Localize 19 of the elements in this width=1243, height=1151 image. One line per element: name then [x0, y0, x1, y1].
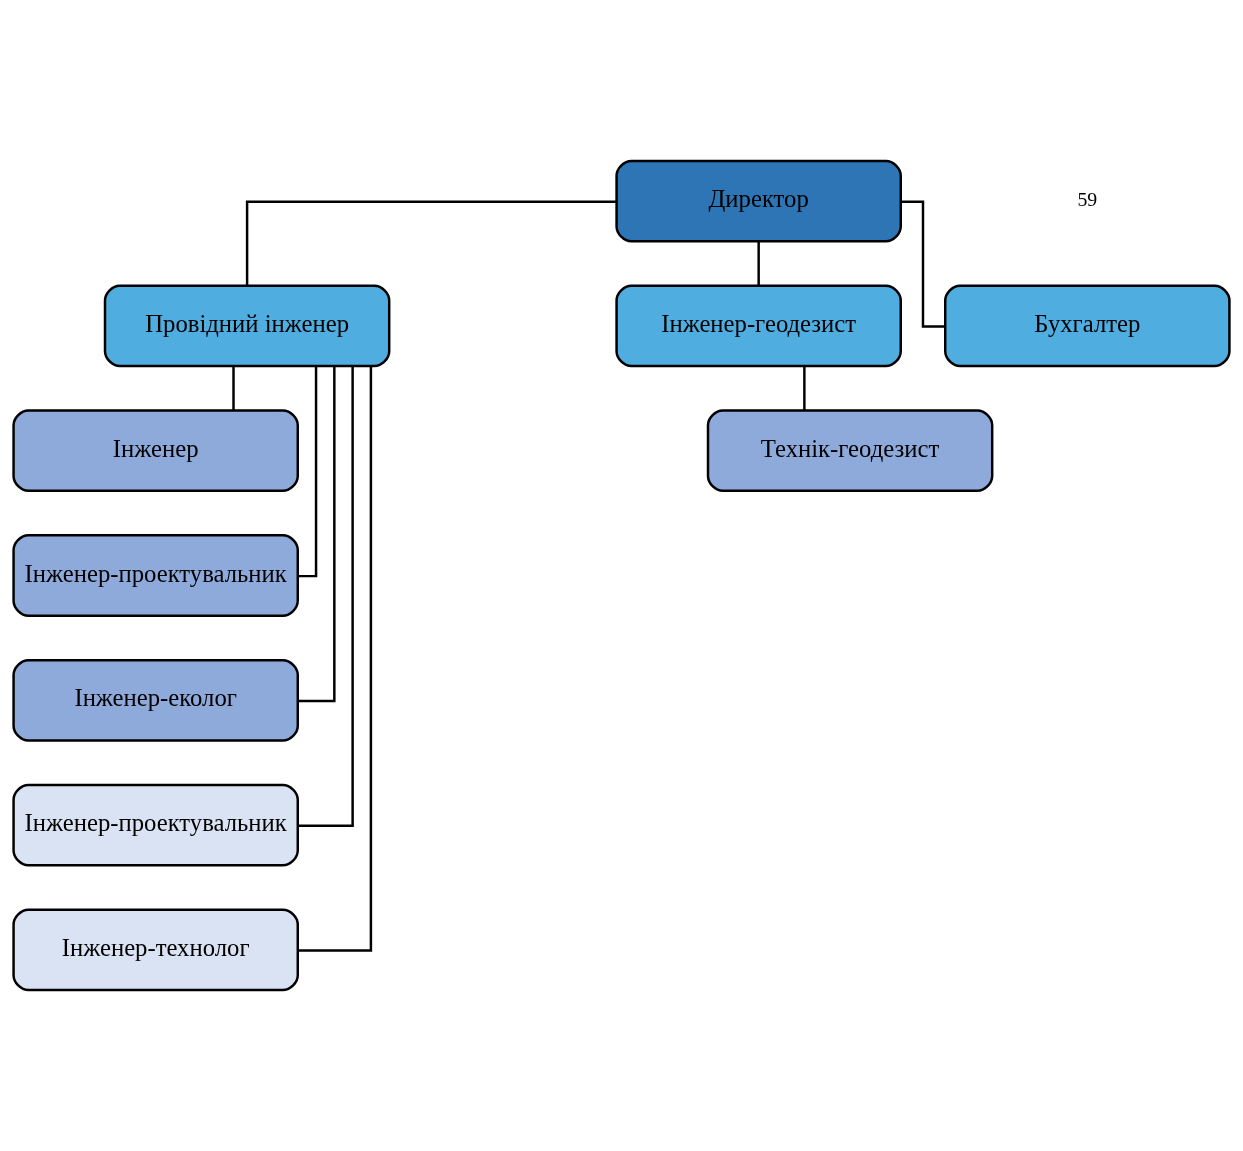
connector — [900, 200, 946, 328]
node-box: Провідний інженер — [103, 284, 391, 368]
connector — [757, 241, 760, 286]
node-box: Інженер-еколог — [12, 658, 299, 742]
connector — [298, 366, 373, 952]
node-box: Інженер-геодезист — [615, 284, 902, 368]
node-box: Директор — [615, 159, 902, 243]
connector — [232, 366, 235, 411]
node-box: Інженер-проектувальник — [12, 534, 299, 617]
node-box: Інженер-технолог — [12, 908, 299, 992]
label: 59 — [1077, 187, 1098, 210]
connector — [803, 366, 806, 411]
node-box: Інженер-проектувальник — [12, 783, 299, 867]
node-box: Інженер — [12, 409, 299, 493]
node-box: Бухгалтер — [944, 284, 1231, 368]
connector — [245, 200, 617, 286]
connector — [298, 366, 354, 827]
connector — [298, 366, 336, 703]
node-box: Технік-геодезист — [706, 409, 994, 493]
